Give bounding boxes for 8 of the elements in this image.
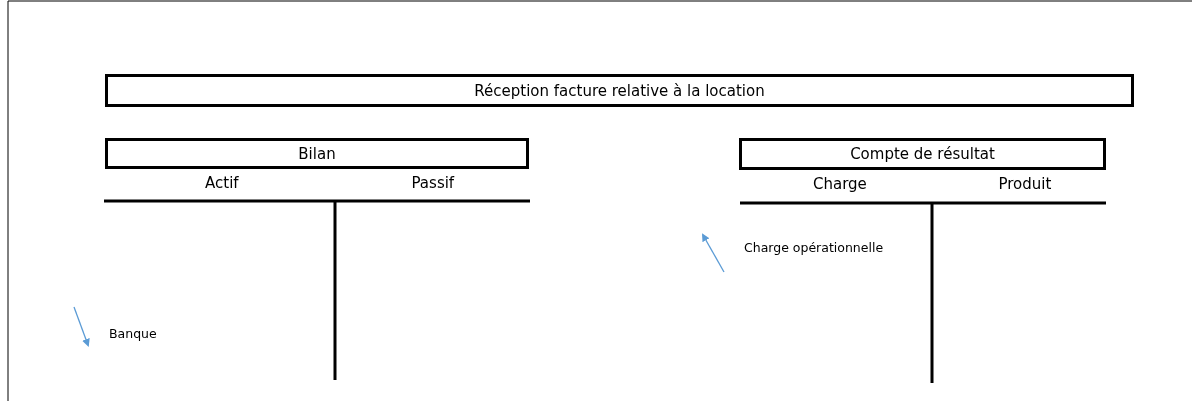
account-header-box: Bilan (105, 138, 529, 169)
column-heading: Passif (411, 174, 455, 192)
column-heading: Produit (998, 175, 1052, 193)
column-heading: Actif (205, 174, 239, 192)
title-box: Réception facture relative à la location (105, 74, 1134, 107)
account-header-box: Compte de résultat (739, 138, 1106, 170)
entry-label: Charge opérationnelle (744, 240, 884, 255)
entry-label: Banque (109, 326, 157, 341)
